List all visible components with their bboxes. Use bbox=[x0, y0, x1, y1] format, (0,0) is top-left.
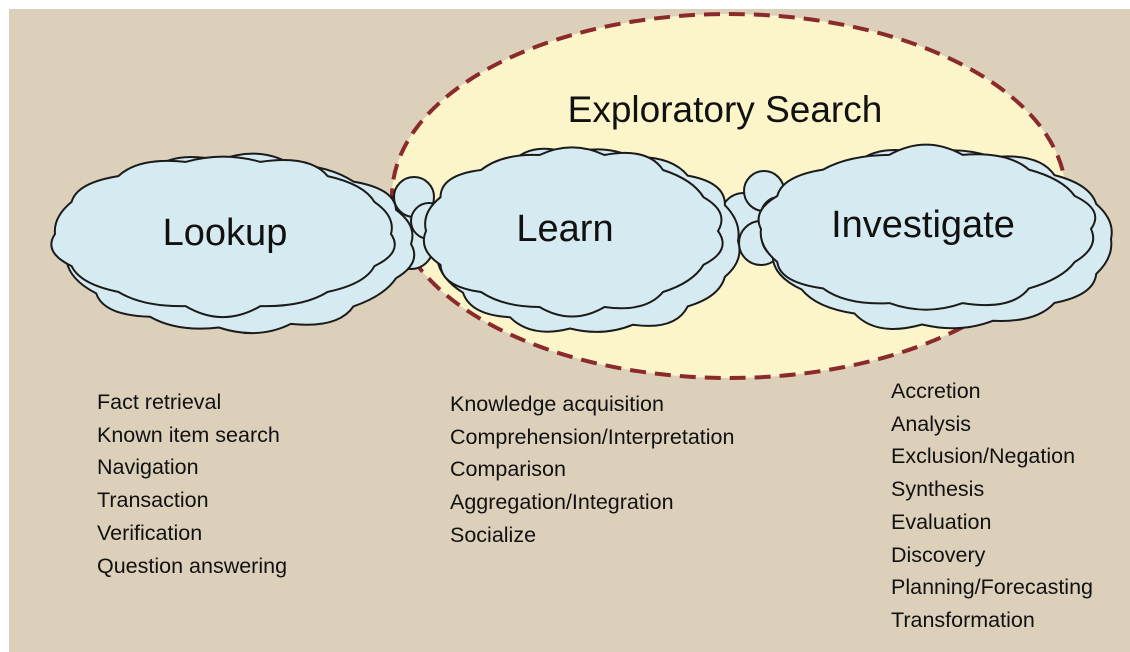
list-item: Discovery bbox=[891, 542, 986, 567]
cloud-shape bbox=[757, 143, 1097, 311]
list-item: Knowledge acquisition bbox=[450, 392, 664, 416]
list-item: Synthesis bbox=[891, 477, 985, 502]
list-item: Aggregation/Integration bbox=[450, 490, 674, 515]
cloud-shape bbox=[50, 155, 396, 319]
cloud-label-learn: Learn bbox=[516, 208, 613, 250]
list-item: Transformation bbox=[891, 607, 1035, 632]
list-item: Analysis bbox=[891, 411, 972, 436]
list-item: Fact retrieval bbox=[97, 390, 222, 414]
list-item: Question answering bbox=[97, 553, 288, 578]
list-item: Planning/Forecasting bbox=[891, 575, 1093, 600]
cloud-shape bbox=[422, 146, 724, 318]
diagram-svg: Exploratory Search Lookup Learn Investigat… bbox=[50, 12, 1113, 380]
list-item: Evaluation bbox=[891, 509, 992, 534]
clouds-layer: Lookup Learn Investigate bbox=[50, 143, 1113, 335]
list-item: Socialize bbox=[450, 522, 537, 547]
list-item: Comparison bbox=[450, 457, 566, 482]
cloud-investigate: Investigate bbox=[757, 143, 1113, 330]
list-item: Transaction bbox=[97, 488, 209, 513]
cloud-learn: Learn bbox=[422, 146, 741, 333]
cloud-lookup: Lookup bbox=[50, 152, 416, 335]
learn-task-list: Knowledge acquisition Comprehension/Inte… bbox=[450, 388, 734, 552]
lookup-task-list: Fact retrieval Known item search Navigat… bbox=[97, 386, 287, 582]
list-item: Known item search bbox=[97, 422, 280, 447]
list-item: Exclusion/Negation bbox=[891, 444, 1076, 469]
exploratory-search-title: Exploratory Search bbox=[568, 89, 883, 130]
investigate-task-list: Accretion Analysis Exclusion/Negation Sy… bbox=[891, 375, 1093, 637]
list-item: Navigation bbox=[97, 455, 199, 480]
cloud-label-investigate: Investigate bbox=[831, 204, 1015, 246]
list-item: Accretion bbox=[891, 379, 981, 403]
diagram-canvas: Exploratory Search Lookup Learn Investigat… bbox=[9, 9, 1130, 652]
list-item: Comprehension/Interpretation bbox=[450, 424, 735, 449]
list-item: Verification bbox=[97, 520, 203, 545]
cloud-label-lookup: Lookup bbox=[163, 212, 288, 254]
